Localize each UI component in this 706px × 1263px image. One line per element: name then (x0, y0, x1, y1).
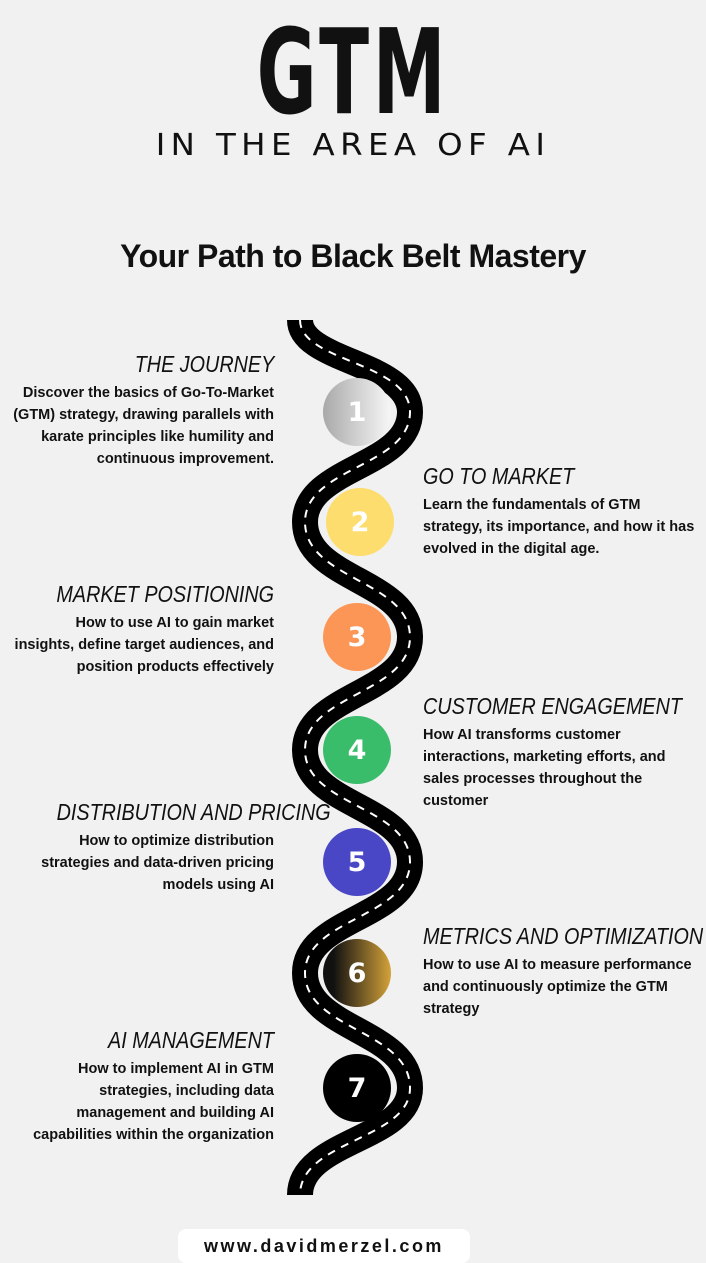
step-7-badge: 7 (323, 1054, 391, 1122)
step-6-block: METRICS AND OPTIMIZATION How to use AI t… (423, 922, 703, 1020)
step-title: CUSTOMER ENGAGEMENT (423, 693, 682, 719)
step-1-block: THE JOURNEY Discover the basics of Go-To-… (12, 350, 274, 470)
step-description: How to implement AI in GTM strategies, i… (33, 1061, 274, 1143)
subtitle: in the area of AI (155, 128, 551, 163)
road-lane-markings (299, 319, 412, 1196)
step-description: Learn the fundamentals of GTM strategy, … (423, 497, 695, 557)
step-title: AI MANAGEMENT (108, 1027, 274, 1053)
step-7-block: AI MANAGEMENT How to implement AI in GTM … (12, 1026, 274, 1146)
step-6-badge: 6 (323, 939, 391, 1007)
step-2-badge: 2 (326, 488, 394, 556)
step-description: How AI transforms customer interactions,… (423, 727, 666, 809)
step-4-block: CUSTOMER ENGAGEMENT How AI transforms cus… (423, 692, 703, 812)
tagline: Your Path to Black Belt Mastery (120, 238, 586, 274)
step-4-badge: 4 (323, 716, 391, 784)
step-title: GO TO MARKET (423, 463, 575, 489)
step-1-badge: 1 (323, 378, 391, 446)
step-description: Discover the basics of Go-To-Market (GTM… (13, 385, 274, 467)
step-title: DISTRIBUTION AND PRICING (56, 799, 331, 825)
step-5-block: DISTRIBUTION AND PRICING How to optimize … (12, 798, 330, 896)
step-description: How to use AI to measure performance and… (423, 957, 692, 1017)
step-description: How to use AI to gain market insights, d… (14, 615, 274, 675)
step-3-badge: 3 (323, 603, 391, 671)
step-title: THE JOURNEY (134, 351, 274, 377)
step-5-badge: 5 (323, 828, 391, 896)
main-title: GTM (256, 3, 450, 141)
step-2-block: GO TO MARKET Learn the fundamentals of GT… (423, 462, 703, 560)
step-description: How to optimize distribution strategies … (41, 833, 274, 893)
step-3-block: MARKET POSITIONING How to use AI to gain … (12, 580, 274, 678)
website-footer[interactable]: www.davidmerzel.com (178, 1229, 470, 1263)
step-title: MARKET POSITIONING (56, 581, 274, 607)
step-title: METRICS AND OPTIMIZATION (423, 923, 704, 949)
